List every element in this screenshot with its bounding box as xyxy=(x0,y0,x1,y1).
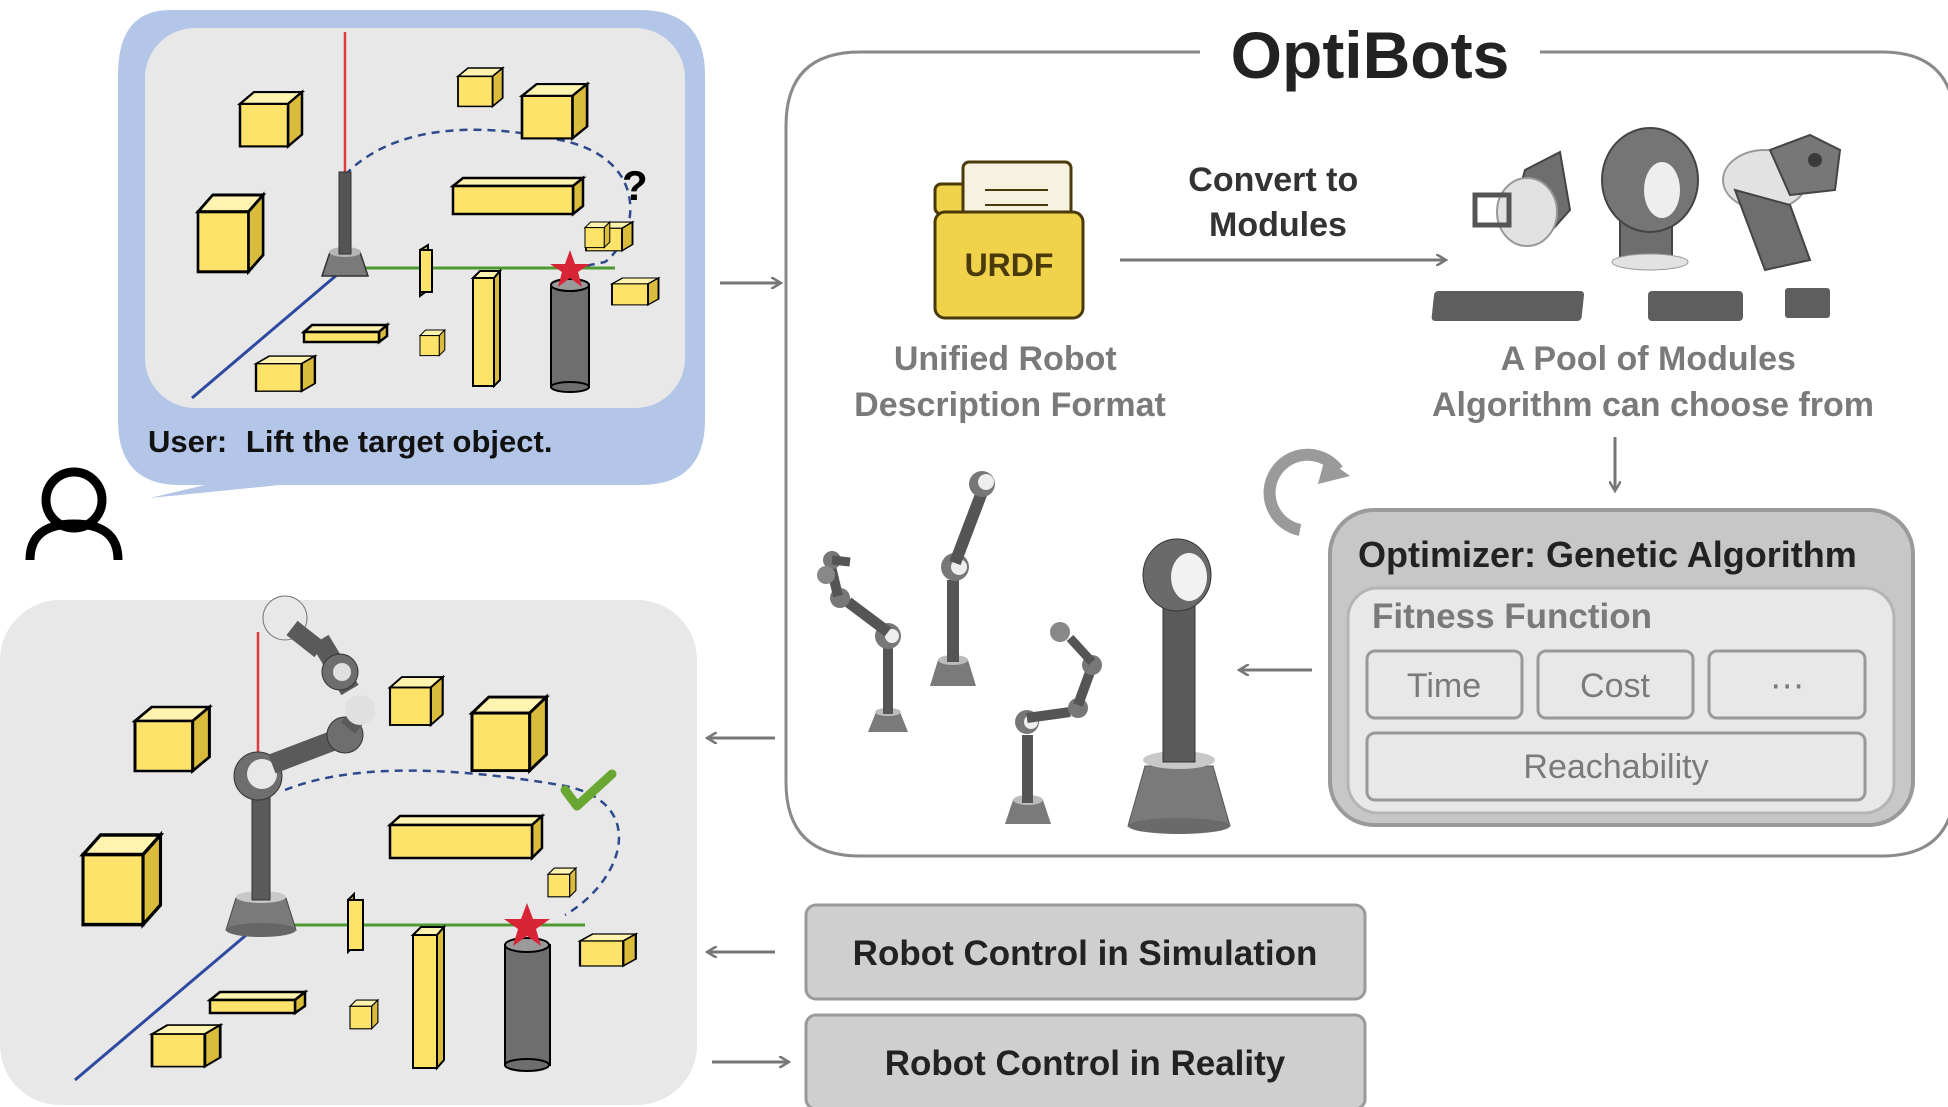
question-mark: ? xyxy=(622,162,648,209)
scene-bottom xyxy=(74,595,637,1082)
simulation-control-button[interactable]: Robot Control in Simulation xyxy=(804,903,1367,1001)
pool-caption: A Pool of Modules Algorithm can choose f… xyxy=(1432,340,1874,424)
target-cylinder-bottom xyxy=(504,937,551,1072)
module-pool xyxy=(1431,127,1842,321)
urdf-caption-line2: Description Format xyxy=(854,386,1166,424)
fitness-title: Fitness Function xyxy=(1372,597,1652,636)
candidate-robot-4 xyxy=(1127,538,1231,834)
criterion-time xyxy=(1365,649,1524,720)
scene-top: ? xyxy=(191,32,660,400)
executed-path xyxy=(284,769,621,917)
page-title: OptiBots xyxy=(1231,18,1510,92)
optimized-robot xyxy=(225,595,375,937)
user-prompt-text: Lift the target object. xyxy=(246,424,553,459)
user-prompt: User: Lift the target object. xyxy=(148,424,552,459)
candidate-robot-1 xyxy=(817,551,908,732)
joint-module-1 xyxy=(1472,150,1572,247)
criterion-time-label: Time xyxy=(1407,667,1481,705)
target-cylinder xyxy=(550,278,590,393)
convert-label-line2: Modules xyxy=(1209,206,1347,244)
optimizer-box xyxy=(1328,508,1915,827)
criterion-more-label: ⋯ xyxy=(1770,667,1804,705)
urdf-caption: Unified Robot Description Format xyxy=(854,340,1166,424)
criterion-more xyxy=(1707,649,1867,720)
user-icon xyxy=(25,467,123,561)
folder-icon: URDF xyxy=(933,160,1085,320)
criterion-reachability-label: Reachability xyxy=(1523,748,1708,786)
target-star-icon xyxy=(550,250,590,287)
criterion-reachability xyxy=(1365,731,1867,802)
convert-label: Convert to Modules xyxy=(1188,161,1367,244)
urdf-icon-label: URDF xyxy=(965,247,1054,283)
optimizer-title: Optimizer: Genetic Algorithm xyxy=(1358,534,1857,575)
user-speaker: User: xyxy=(148,424,227,459)
candidate-robot-3 xyxy=(1005,622,1102,824)
joint-module-3 xyxy=(1722,133,1842,272)
check-icon xyxy=(560,769,617,811)
robot-base-top xyxy=(320,171,370,277)
criterion-cost-label: Cost xyxy=(1580,667,1650,705)
reality-control-label: Robot Control in Reality xyxy=(885,1044,1286,1083)
pool-caption-line1: A Pool of Modules xyxy=(1501,340,1796,378)
urdf-caption-line1: Unified Robot xyxy=(894,340,1117,378)
refresh-icon xyxy=(1263,448,1350,536)
convert-label-line1: Convert to xyxy=(1188,161,1358,199)
simulation-control-label: Robot Control in Simulation xyxy=(853,934,1318,973)
optibots-frame xyxy=(784,50,1948,858)
criterion-cost xyxy=(1536,649,1695,720)
joint-module-2 xyxy=(1601,127,1699,271)
candidate-robots xyxy=(817,471,1231,834)
target-star-icon xyxy=(504,903,550,946)
candidate-robot-2 xyxy=(930,471,995,686)
reality-control-button[interactable]: Robot Control in Reality xyxy=(804,1013,1367,1107)
pool-caption-line2: Algorithm can choose from xyxy=(1432,386,1874,424)
